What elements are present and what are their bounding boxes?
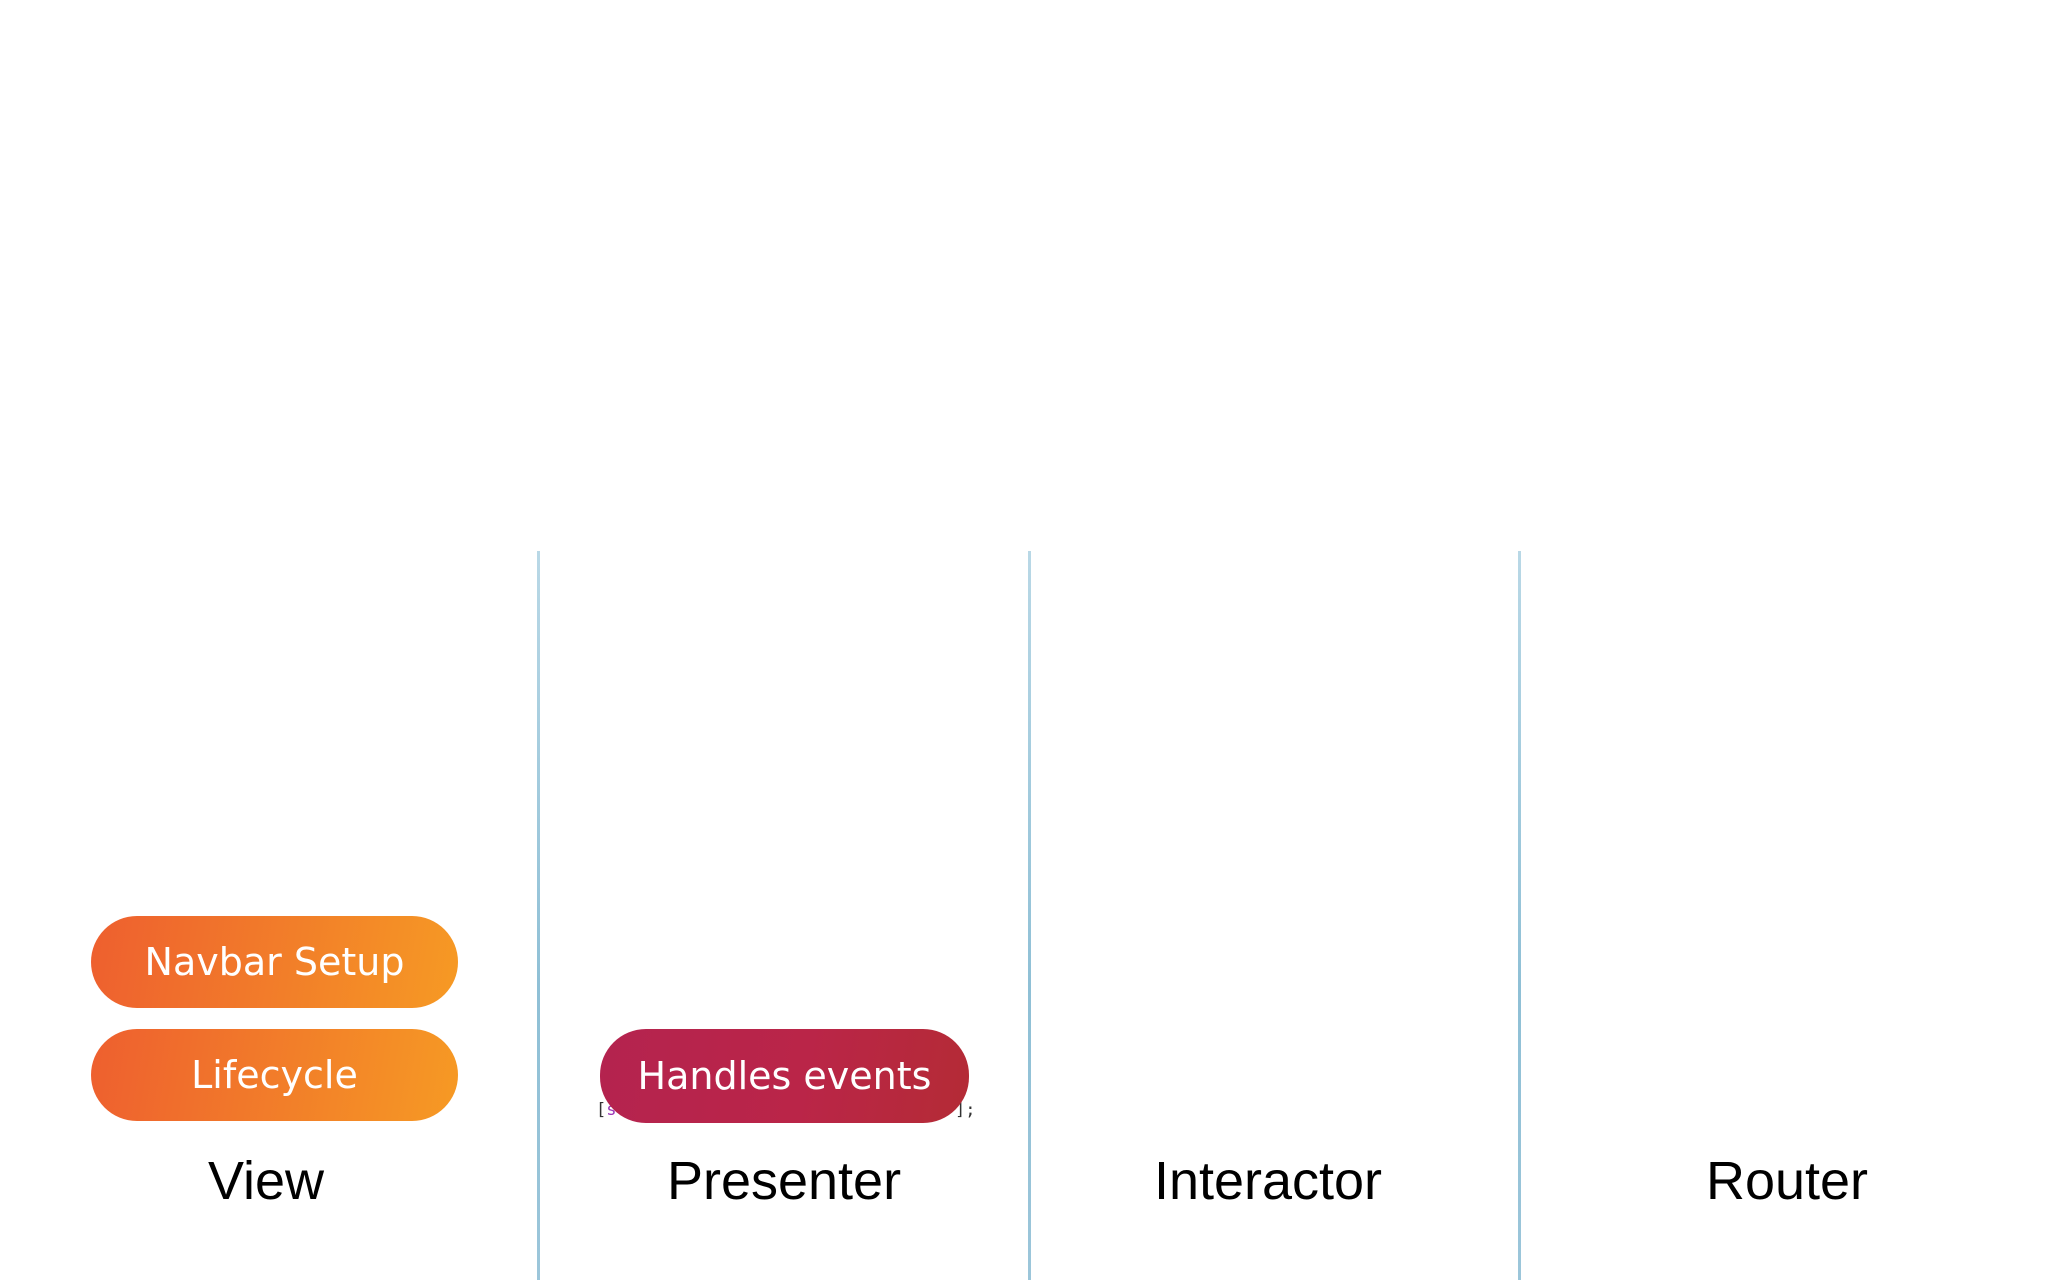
lane-label-view: View — [207, 1151, 325, 1211]
lane-divider-interactor-router — [1518, 551, 1521, 1280]
lane-label-router: Router — [1705, 1151, 1869, 1211]
code-fragment-right: ]; — [955, 1098, 975, 1122]
code-close: ]; — [955, 1100, 976, 1120]
lifecycle-pill: Lifecycle — [91, 1029, 458, 1121]
code-open-bracket: [ — [596, 1100, 607, 1120]
lane-divider-presenter-interactor — [1028, 551, 1031, 1280]
lane-label-presenter: Presenter — [666, 1151, 902, 1211]
lane-label-interactor: Interactor — [1153, 1151, 1383, 1211]
handles-events-pill: Handles events — [600, 1029, 969, 1123]
lane-divider-view-presenter — [537, 551, 540, 1280]
navbar-setup-pill: Navbar Setup — [91, 916, 458, 1008]
